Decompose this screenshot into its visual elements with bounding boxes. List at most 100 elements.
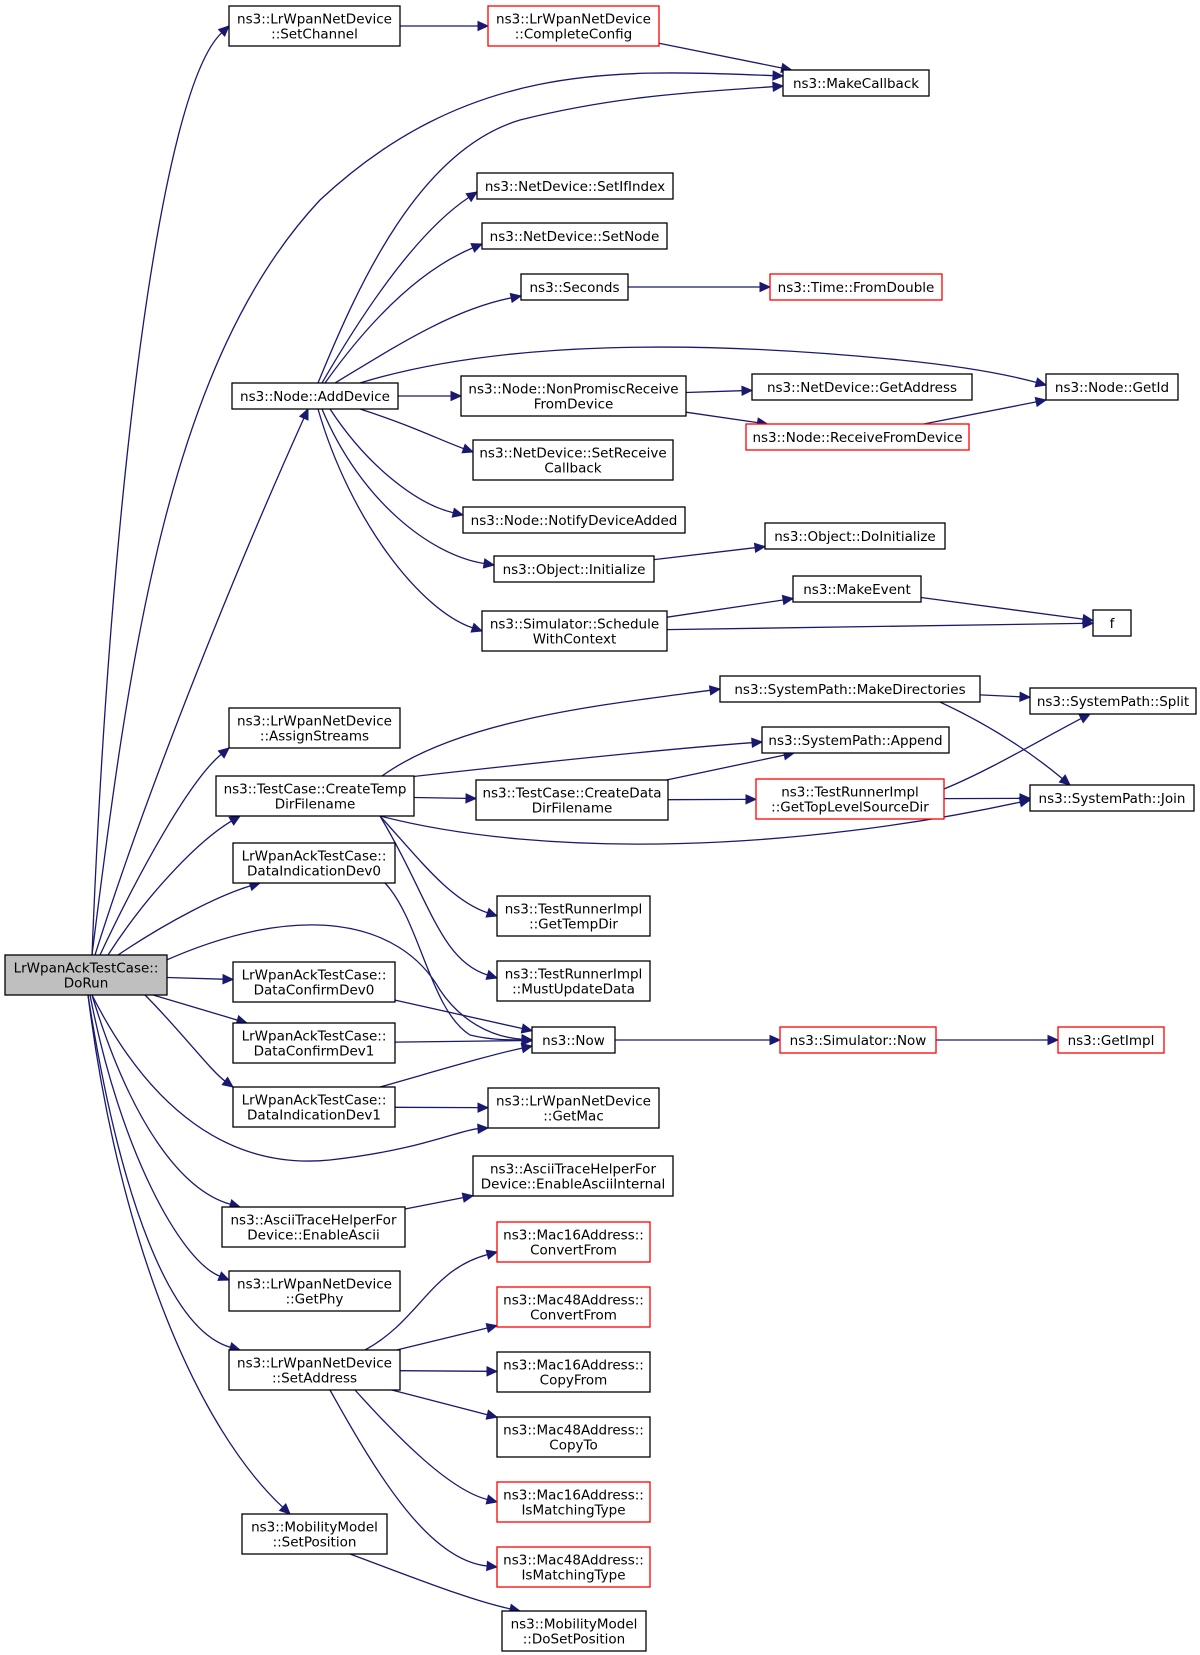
- node-setNode[interactable]: ns3::NetDevice::SetNode: [481, 222, 668, 250]
- node-label-line: ::DoSetPosition: [523, 1632, 625, 1648]
- node-label-line: ns3::TestCase::CreateData: [482, 786, 661, 802]
- edge-createTempDir-to-append: [399, 737, 764, 779]
- node-dataConfDev0[interactable]: LrWpanAckTestCase::DataConfirmDev0: [232, 961, 396, 1003]
- node-label-line: f: [1110, 616, 1116, 632]
- edge-simNow-to-getImpl: [936, 1034, 1060, 1046]
- arrowhead: [470, 243, 484, 253]
- node-m48ConvertFrom[interactable]: ns3::Mac48Address::ConvertFrom: [496, 1286, 651, 1328]
- edge-line: [379, 815, 488, 976]
- node-label-line: LrWpanAckTestCase::: [242, 968, 387, 984]
- node-f[interactable]: f: [1092, 609, 1132, 637]
- node-box: [462, 506, 686, 534]
- node-simNow[interactable]: ns3::Simulator::Now: [779, 1026, 937, 1054]
- node-label-line: Device::EnableAsciiInternal: [481, 1177, 665, 1193]
- node-append[interactable]: ns3::SystemPath::Append: [761, 726, 950, 754]
- node-getId[interactable]: ns3::Node::GetId: [1045, 373, 1179, 401]
- edge-line: [91, 72, 774, 956]
- node-getTempDir[interactable]: ns3::TestRunnerImpl::GetTempDir: [496, 895, 651, 937]
- node-label-line: ns3::Mac48Address::: [503, 1293, 644, 1309]
- node-enableAsciiInternal[interactable]: ns3::AsciiTraceHelperForDevice::EnableAs…: [472, 1155, 674, 1197]
- node-box: [481, 610, 668, 652]
- edge-createDataDir-to-getTopLevel: [667, 794, 758, 805]
- node-label-line: ns3::Node::NonPromiscReceive: [468, 382, 678, 398]
- node-m16IsMatching[interactable]: ns3::Mac16Address::IsMatchingType: [496, 1481, 651, 1523]
- node-getMac[interactable]: ns3::LrWpanNetDevice::GetMac: [487, 1087, 660, 1129]
- node-dataIndDev1[interactable]: LrWpanAckTestCase::DataIndicationDev1: [232, 1086, 396, 1128]
- nodes-layer: LrWpanAckTestCase::DoRunns3::LrWpanNetDe…: [4, 5, 1197, 1652]
- node-receiveFromDevice[interactable]: ns3::Node::ReceiveFromDevice: [745, 423, 970, 451]
- node-label-line: ns3::Simulator::Now: [790, 1033, 927, 1049]
- node-getTopLevel[interactable]: ns3::TestRunnerImpl::GetTopLevelSourceDi…: [755, 778, 945, 820]
- node-split[interactable]: ns3::SystemPath::Split: [1029, 687, 1197, 715]
- edge-addDevice-to-setReceiveCallback: [359, 408, 475, 454]
- edge-line: [666, 599, 784, 618]
- arrowhead: [470, 622, 484, 633]
- node-label-line: ns3::AsciiTraceHelperFor: [230, 1213, 396, 1229]
- node-makeEvent[interactable]: ns3::MakeEvent: [792, 575, 922, 603]
- node-box: [755, 778, 945, 820]
- node-box: [232, 842, 396, 884]
- node-box: [496, 1351, 651, 1393]
- node-doRun[interactable]: LrWpanAckTestCase::DoRun: [4, 954, 168, 996]
- arrowhead: [769, 1034, 782, 1046]
- node-getImpl[interactable]: ns3::GetImpl: [1057, 1026, 1165, 1054]
- node-box: [241, 1513, 388, 1555]
- node-fromDouble[interactable]: ns3::Time::FromDouble: [769, 273, 943, 301]
- edge-doRun-to-setChannel: [91, 25, 230, 956]
- node-getPhy[interactable]: ns3::LrWpanNetDevice::GetPhy: [228, 1270, 401, 1312]
- node-setChannel[interactable]: ns3::LrWpanNetDevice::SetChannel: [228, 5, 401, 47]
- node-box: [496, 1416, 651, 1458]
- node-m16CopyFrom[interactable]: ns3::Mac16Address::CopyFrom: [496, 1351, 651, 1393]
- node-box: [475, 779, 669, 821]
- arrowhead: [1078, 713, 1092, 724]
- node-box: [792, 575, 922, 603]
- edge-createTempDir-to-getTempDir: [379, 815, 499, 918]
- edge-getTopLevel-to-split: [943, 713, 1092, 790]
- edge-line: [685, 390, 743, 394]
- arrowhead: [520, 1043, 534, 1054]
- node-join[interactable]: ns3::SystemPath::Join: [1029, 784, 1195, 812]
- node-setIfIndex[interactable]: ns3::NetDevice::SetIfIndex: [476, 172, 674, 200]
- node-notifyDeviceAdded[interactable]: ns3::Node::NotifyDeviceAdded: [462, 506, 686, 534]
- node-now[interactable]: ns3::Now: [531, 1026, 616, 1054]
- node-seconds[interactable]: ns3::Seconds: [520, 273, 629, 301]
- node-dataIndDev0[interactable]: LrWpanAckTestCase::DataIndicationDev0: [232, 842, 396, 884]
- node-makeCallback[interactable]: ns3::MakeCallback: [782, 69, 930, 97]
- edge-addDevice-to-notifyDeviceAdded: [329, 408, 465, 518]
- node-label-line: LrWpanAckTestCase::: [242, 849, 387, 865]
- edge-line: [658, 42, 782, 69]
- node-label-line: ns3::Time::FromDouble: [778, 280, 935, 296]
- node-doInitialize[interactable]: ns3::Object::DoInitialize: [764, 522, 946, 550]
- node-mustUpdate[interactable]: ns3::TestRunnerImpl::MustUpdateData: [496, 960, 651, 1002]
- node-label-line: ConvertFrom: [530, 1308, 617, 1324]
- node-doSetPosition[interactable]: ns3::MobilityModel::DoSetPosition: [501, 1610, 647, 1652]
- arrowhead: [298, 407, 309, 421]
- node-getAddress[interactable]: ns3::NetDevice::GetAddress: [751, 373, 973, 401]
- edge-addDevice-to-seconds: [334, 292, 523, 384]
- arrowhead: [759, 281, 772, 293]
- node-setPosition[interactable]: ns3::MobilityModel::SetPosition: [241, 1513, 388, 1555]
- node-assignStreams[interactable]: ns3::LrWpanNetDevice::AssignStreams: [228, 707, 401, 749]
- node-m16ConvertFrom[interactable]: ns3::Mac16Address::ConvertFrom: [496, 1221, 651, 1263]
- edge-line: [943, 718, 1082, 790]
- node-dataConfDev1[interactable]: LrWpanAckTestCase::DataConfirmDev1: [232, 1022, 396, 1064]
- node-enableAscii[interactable]: ns3::AsciiTraceHelperForDevice::EnableAs…: [221, 1206, 406, 1248]
- arrowhead: [1019, 691, 1032, 703]
- node-setAddress[interactable]: ns3::LrWpanNetDevice::SetAddress: [228, 1349, 401, 1391]
- node-makeDirectories[interactable]: ns3::SystemPath::MakeDirectories: [719, 675, 981, 703]
- node-box: [496, 1221, 651, 1263]
- node-label-line: ns3::MobilityModel: [251, 1520, 378, 1536]
- node-m48IsMatching[interactable]: ns3::Mac48Address::IsMatchingType: [496, 1546, 651, 1588]
- node-label-line: LrWpanAckTestCase::: [242, 1029, 387, 1045]
- edge-line: [321, 196, 470, 384]
- node-m48CopyTo[interactable]: ns3::Mac48Address::CopyTo: [496, 1416, 651, 1458]
- node-initialize[interactable]: ns3::Object::Initialize: [493, 555, 655, 583]
- node-completeConfig[interactable]: ns3::LrWpanNetDevice::CompleteConfig: [487, 5, 660, 47]
- edge-line: [117, 885, 251, 956]
- node-addDevice[interactable]: ns3::Node::AddDevice: [231, 382, 399, 410]
